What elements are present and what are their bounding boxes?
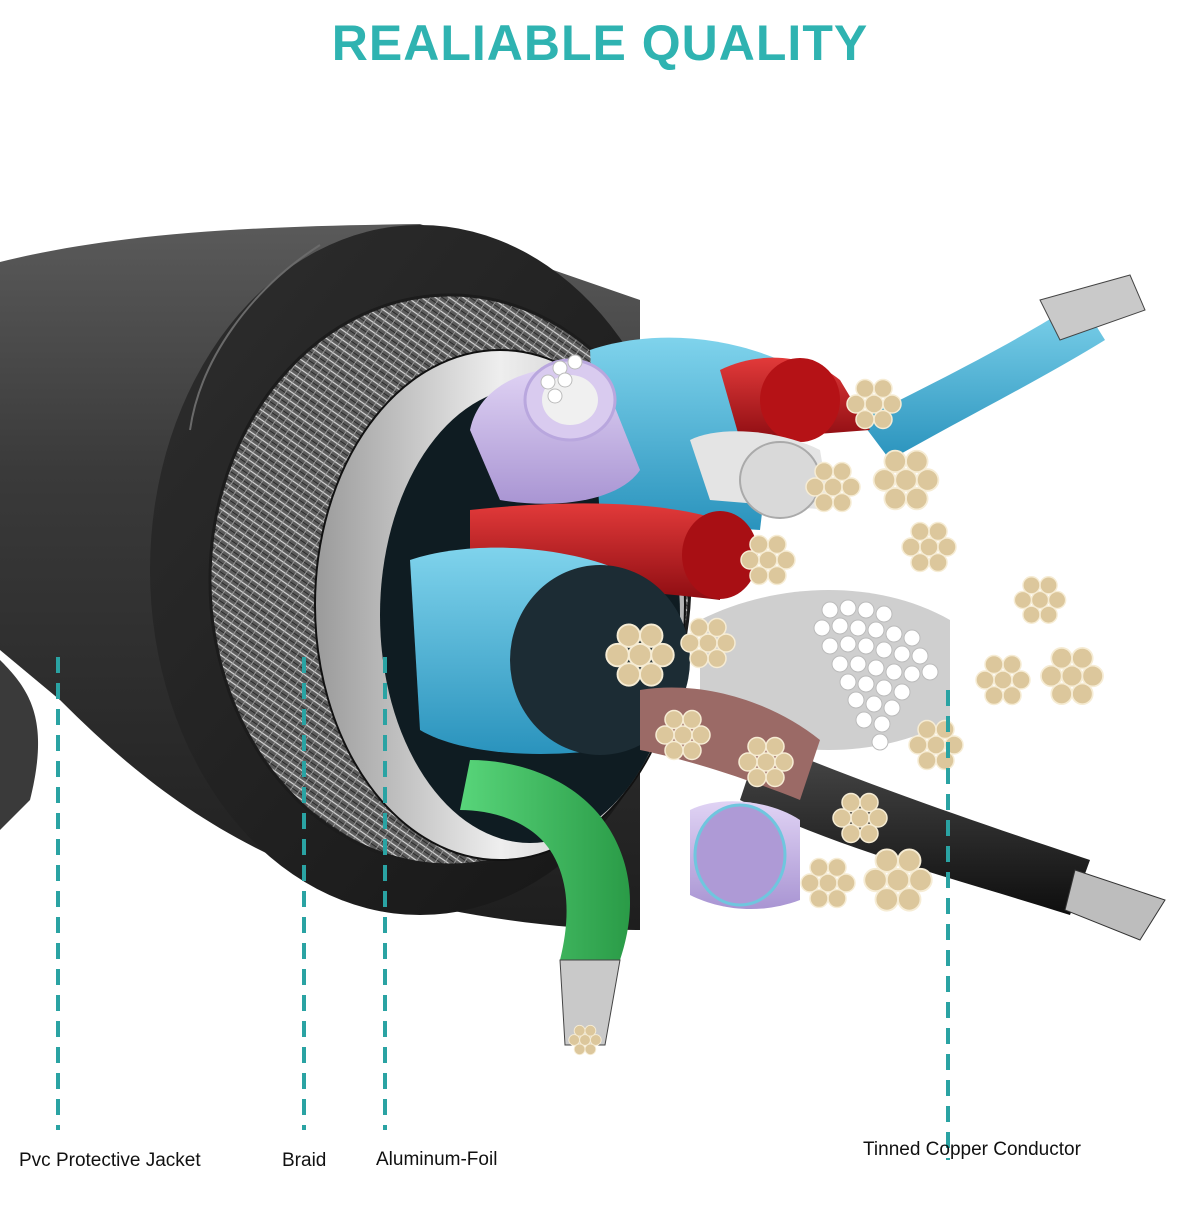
label-braid: Braid (282, 1150, 327, 1171)
label-pvc-protective-jacket: Pvc Protective Jacket (19, 1150, 201, 1171)
page-heading: REALIABLE QUALITY (331, 15, 869, 71)
label-aluminum-foil: Aluminum-Foil (376, 1149, 498, 1170)
label-tinned-copper-conductor: Tinned Copper Conductor (863, 1139, 1081, 1160)
leader-lines (56, 657, 950, 1160)
white-strand-bundle (540, 354, 939, 751)
